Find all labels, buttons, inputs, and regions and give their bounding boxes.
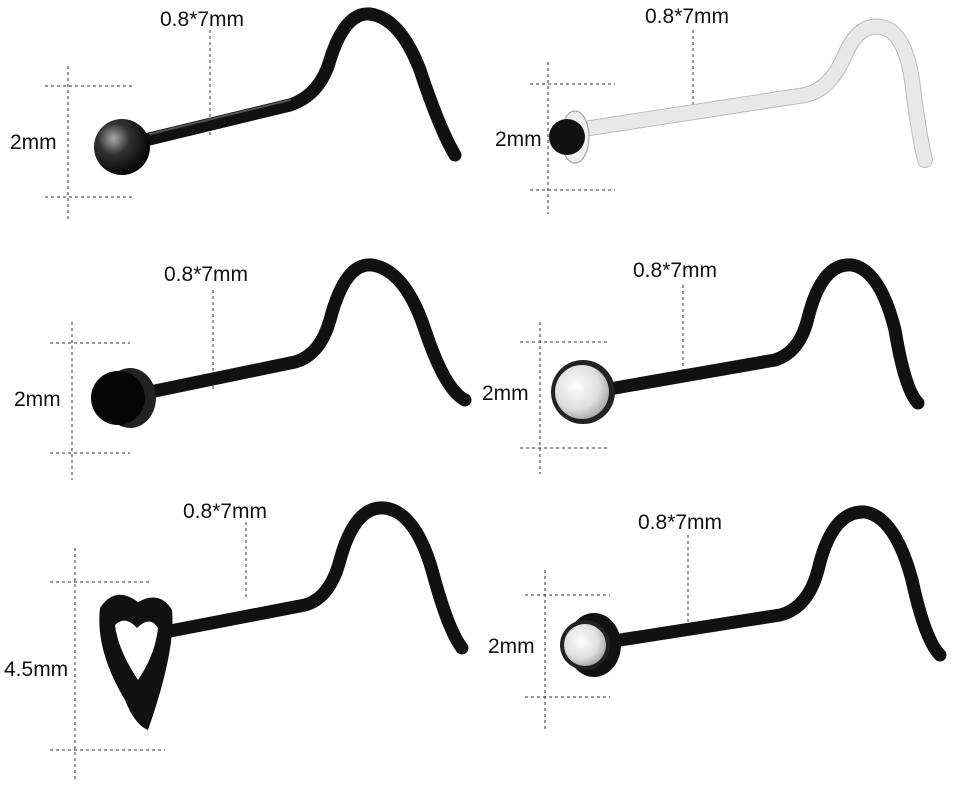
size-label: 2mm — [482, 382, 529, 405]
ball-end — [94, 119, 150, 175]
nose-screw-bezel-crystal: 0.8*7mm 2mm — [488, 505, 947, 730]
size-label: 2mm — [488, 635, 535, 658]
nose-screw-flat-disc: 0.8*7mm 2mm — [14, 258, 472, 480]
nose-screw-ball: 0.8*7mm 2mm — [10, 7, 462, 220]
length-label: 0.8*7mm — [633, 259, 717, 282]
length-label: 0.8*7mm — [183, 500, 267, 523]
disc-end — [91, 371, 145, 425]
size-label: 2mm — [14, 388, 61, 411]
crystal — [555, 365, 609, 419]
black-gem — [549, 119, 585, 155]
crystal — [564, 624, 606, 666]
length-label: 0.8*7mm — [645, 5, 729, 28]
nose-screw-clear-black-gem: 0.8*7mm 2mm — [495, 5, 933, 214]
nose-screw-hollow-heart: 0.8*7mm 4.5mm — [4, 500, 469, 780]
size-label: 2mm — [495, 128, 542, 151]
length-label: 0.8*7mm — [164, 263, 248, 286]
size-label: 2mm — [10, 131, 57, 154]
length-label: 0.8*7mm — [160, 8, 244, 31]
size-label: 4.5mm — [4, 658, 68, 681]
length-label: 0.8*7mm — [638, 511, 722, 534]
nose-screw-prong-crystal: 0.8*7mm 2mm — [482, 258, 925, 474]
